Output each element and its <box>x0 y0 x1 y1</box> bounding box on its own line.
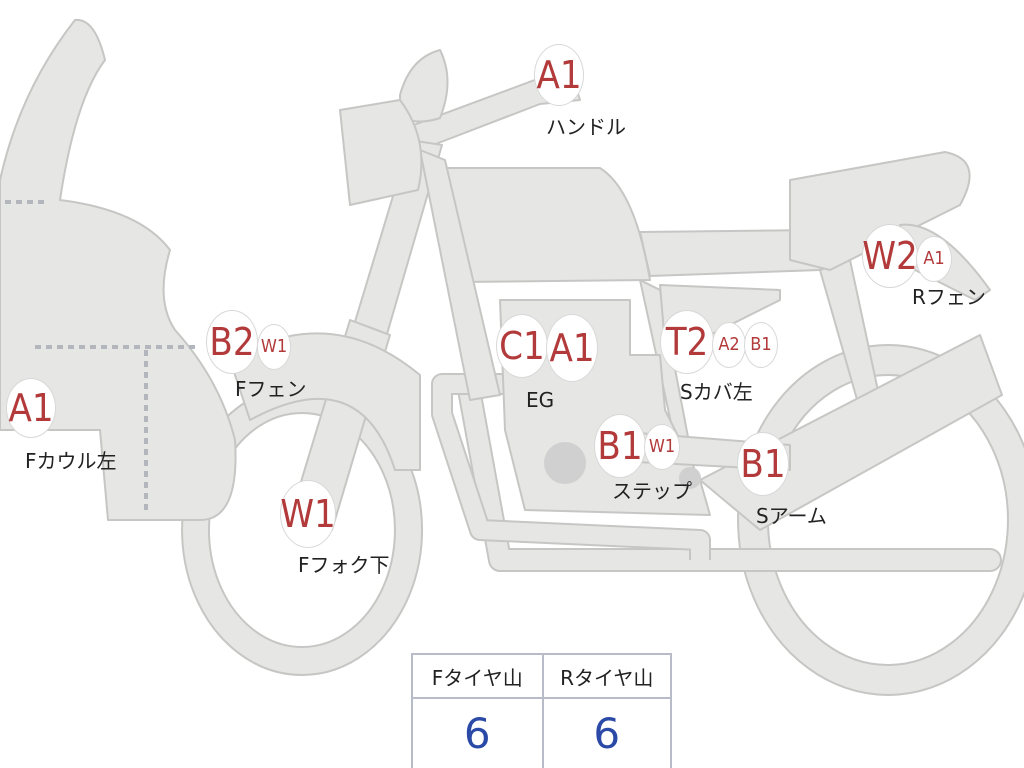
label-handle: ハンドル <box>546 115 626 139</box>
front-tread-header: Fタイヤ山 <box>413 655 542 699</box>
subgrade-r-fender: A1 <box>916 236 952 282</box>
label-r-fender: Rフェン <box>912 285 986 309</box>
grade-r-fender: W2 <box>862 224 918 288</box>
label-f-cowl-left: Fカウル左 <box>25 449 117 473</box>
grade-handle: A1 <box>534 44 584 106</box>
label-side-cover-left: Sカバ左 <box>680 380 753 404</box>
subgrade2-side-cover-left: B1 <box>744 322 778 368</box>
grade-side-cover-left: T2 <box>660 310 714 374</box>
exhaust-loop-inner <box>433 375 709 560</box>
grade-f-cowl-left: A1 <box>6 378 56 438</box>
grade-step: B1 <box>594 414 646 478</box>
label-f-fender: Fフェン <box>235 377 307 401</box>
grade2-engine: A1 <box>546 314 598 382</box>
tire-tread-table: Fタイヤ山 Rタイヤ山 6 6 <box>411 653 672 768</box>
subgrade-step: W1 <box>644 424 680 470</box>
exhaust-pipe-inner <box>460 385 1000 570</box>
grade-f-fender: B2 <box>206 310 258 374</box>
label-f-fork-lower: Fフォク下 <box>298 553 390 577</box>
frame-down <box>419 149 501 401</box>
front-cowl <box>0 18 237 521</box>
meter <box>339 99 423 206</box>
engine-dot-small <box>679 467 701 489</box>
seat <box>639 229 821 277</box>
label-swing-arm: Sアーム <box>756 504 827 528</box>
label-step: ステップ <box>612 479 692 503</box>
grade-swing-arm: B1 <box>737 432 789 496</box>
rear-tread-value: 6 <box>541 699 671 768</box>
grade-engine: C1 <box>496 314 548 378</box>
rear-tread-header: Rタイヤ山 <box>541 655 670 699</box>
label-engine: EG <box>526 388 555 412</box>
grade-f-fork-lower: W1 <box>280 480 336 548</box>
headlight <box>399 49 449 123</box>
subgrade-side-cover-left: A2 <box>712 322 746 368</box>
engine-dot <box>544 442 586 484</box>
subgrade-f-fender: W1 <box>257 324 291 370</box>
front-tread-value: 6 <box>463 709 491 758</box>
